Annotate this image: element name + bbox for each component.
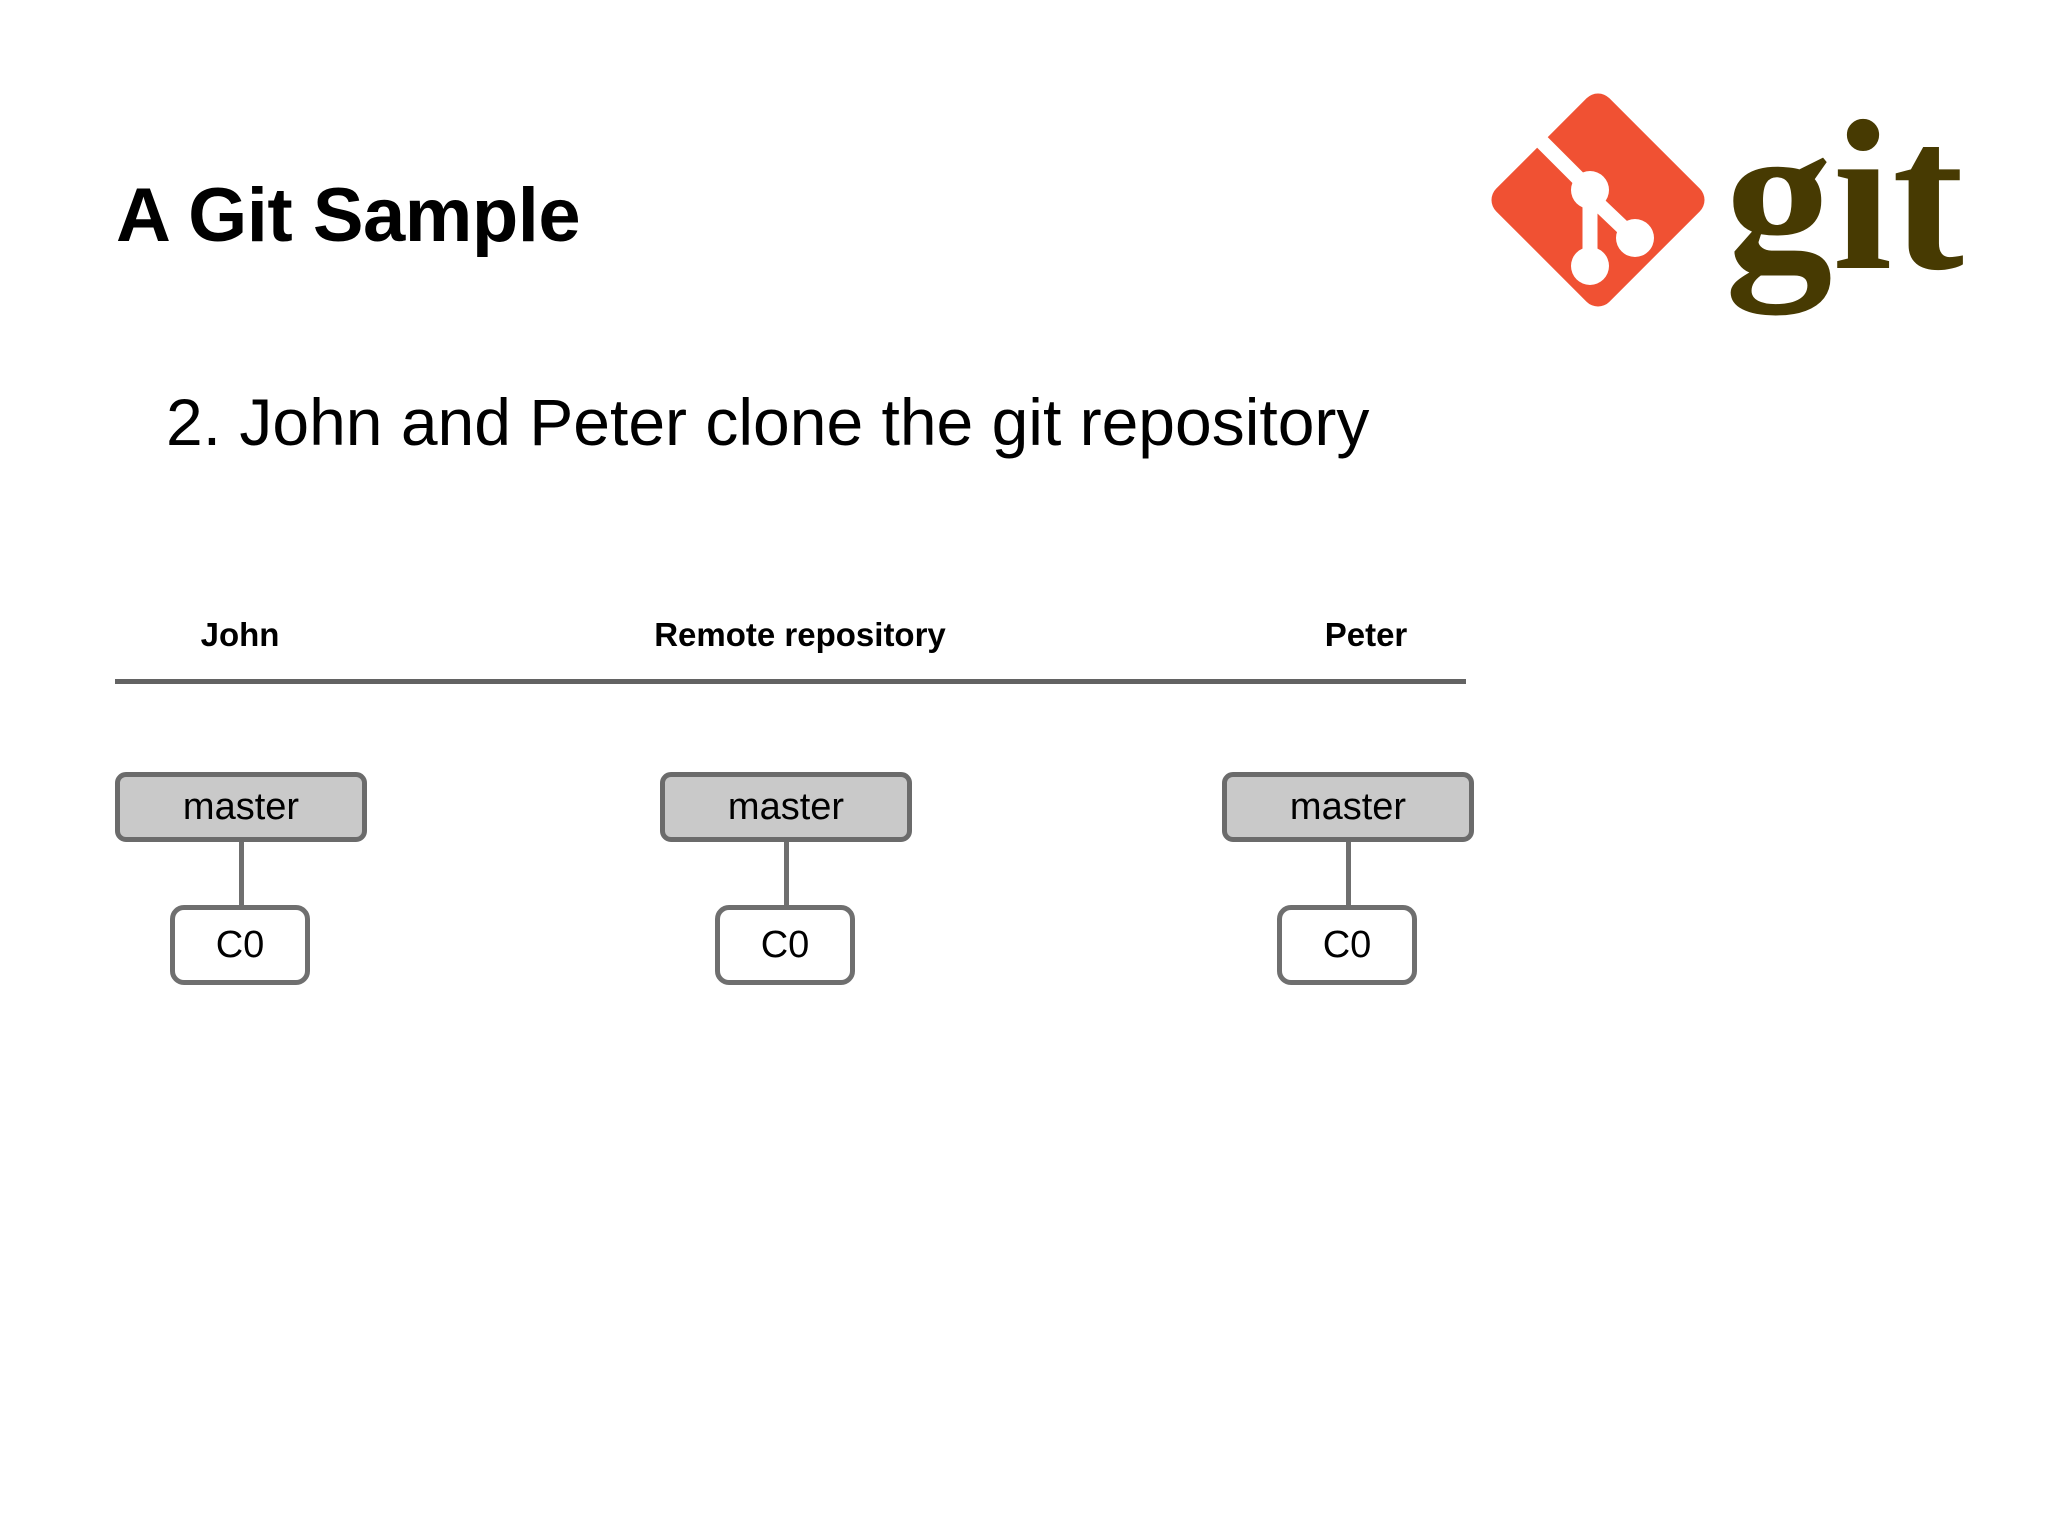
- header-divider: [115, 679, 1466, 684]
- column-header-peter: Peter: [1324, 616, 1408, 653]
- column-header-remote: Remote repository: [654, 616, 946, 653]
- connector-peter-master-c0: [1346, 842, 1351, 905]
- commit-box-remote-c0[interactable]: C0: [715, 905, 855, 985]
- branch-box-john-master[interactable]: master: [115, 772, 367, 842]
- page-title: A Git Sample: [116, 173, 581, 258]
- git-logo: git: [1480, 78, 2040, 348]
- column-header-john: John: [200, 616, 280, 653]
- connector-john-master-c0: [239, 842, 244, 905]
- commit-box-john-c0[interactable]: C0: [170, 905, 310, 985]
- branch-box-peter-master[interactable]: master: [1222, 772, 1474, 842]
- connector-remote-master-c0: [784, 842, 789, 905]
- commit-box-peter-c0[interactable]: C0: [1277, 905, 1417, 985]
- git-diamond-icon: [1491, 93, 1705, 307]
- branch-box-remote-master[interactable]: master: [660, 772, 912, 842]
- slide-subtitle: 2. John and Peter clone the git reposito…: [166, 385, 1370, 459]
- git-wordmark: git: [1725, 78, 1964, 315]
